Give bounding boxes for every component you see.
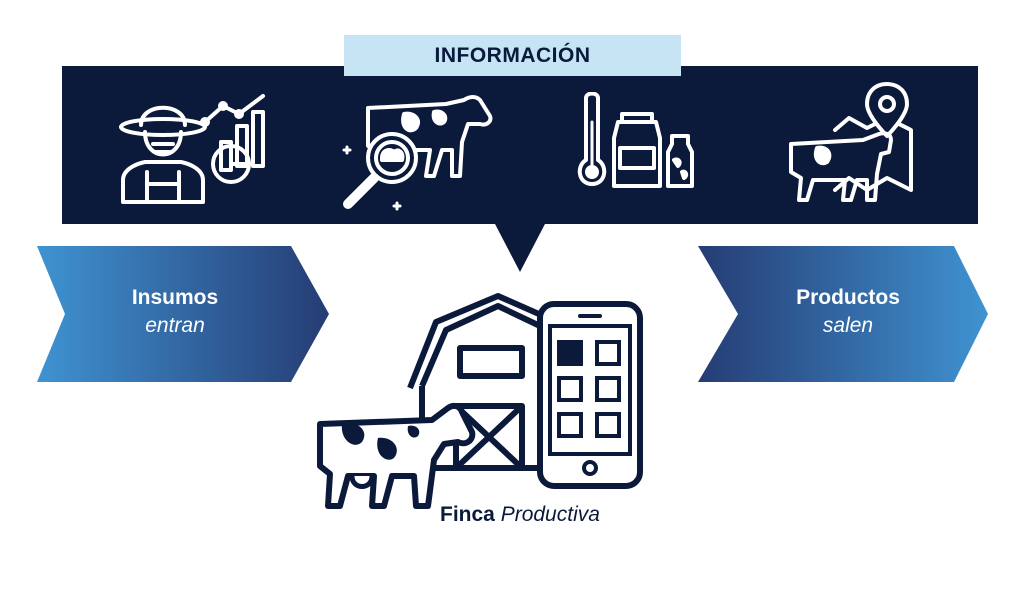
outputs-subtitle: salen [822,314,874,337]
productive-farm-illustration [317,293,643,509]
inputs-arrow: Insumos entran [37,246,329,382]
information-title: INFORMACIÓN [434,43,591,67]
farmer-chart-icon [119,94,265,204]
inputs-subtitle: entran [145,314,205,337]
cow-map-pin-icon [789,82,913,202]
information-tab: INFORMACIÓN [344,35,681,76]
outputs-arrow-shape [698,246,988,382]
cow-icon [317,402,476,509]
farm-title-bold: Finca [440,503,495,526]
inputs-title: Insumos [131,286,219,309]
farm-title-italic: Productiva [500,503,600,526]
outputs-arrow: Productos salen [698,246,990,382]
thermometer-milk-icon [577,92,694,188]
information-banner [62,66,978,224]
inputs-arrow-shape [37,246,329,382]
outputs-title: Productos [796,286,900,309]
farm-title: Finca Productiva [440,503,600,527]
smartphone-icon [537,301,643,489]
banner-pointer [494,222,546,272]
cow-magnifier-icon [342,95,493,211]
